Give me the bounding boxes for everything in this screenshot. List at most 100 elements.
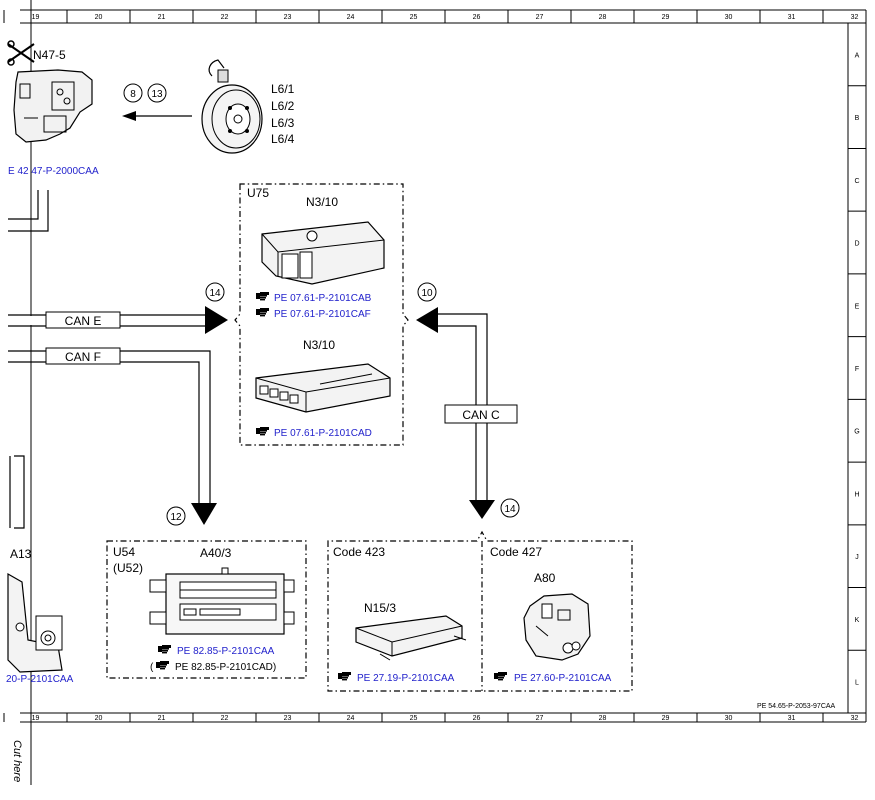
column-number: 28 — [599, 14, 607, 21]
column-number: 29 — [662, 14, 670, 21]
arrow-to-abs-icon — [122, 111, 192, 121]
row-ticks — [848, 22, 866, 714]
callout-can-e: 14 — [205, 282, 225, 302]
reference-hand-icon — [494, 672, 507, 681]
reference-hand-icon — [156, 661, 169, 670]
sensor-label-3: L6/3 — [271, 116, 295, 130]
can-c-label-box — [444, 404, 518, 424]
can-f-label: CAN F — [65, 350, 101, 364]
callout-8: 8 — [123, 83, 143, 103]
row-letter: C — [854, 178, 859, 185]
a13-ref-link[interactable]: 20-P-2101CAA — [6, 674, 74, 685]
callout-can-f: 12 — [166, 506, 186, 526]
callout-can-c-top: 10 — [417, 282, 437, 302]
engine-ecu-icon — [261, 221, 385, 285]
code-423-title: Code 423 — [333, 545, 385, 559]
sensor-label-2: L6/2 — [271, 99, 295, 113]
can-c-label: CAN C — [462, 408, 500, 422]
row-letter: E — [855, 303, 860, 310]
column-number: 32 — [851, 715, 859, 722]
svg-text:10: 10 — [421, 288, 433, 299]
display-unit-icon — [149, 567, 295, 635]
row-letter: A — [855, 52, 860, 59]
code-423-ref-link[interactable]: PE 27.19-P-2101CAA — [357, 673, 455, 684]
column-number: 19 — [32, 14, 40, 21]
column-number: 20 — [95, 14, 103, 21]
a13-label: A13 — [10, 547, 32, 561]
can-c-bus — [416, 307, 495, 519]
reference-hand-icon — [256, 427, 269, 436]
u75-ref1-link[interactable]: PE 07.61-P-2101CAB — [274, 293, 372, 304]
u75-module1-label: N3/10 — [306, 195, 338, 209]
n47-ref-link[interactable]: E 42 47-P-2000CAA — [8, 166, 99, 177]
selector-module-icon — [523, 593, 591, 661]
callout-13: 13 — [147, 83, 167, 103]
can-e-label-box — [45, 311, 121, 329]
u75-ref2-link[interactable]: PE 07.61-P-2101CAF — [274, 309, 371, 320]
u54-group-box — [106, 540, 307, 679]
wheel-speed-sensor-icon — [201, 59, 263, 154]
column-number: 23 — [284, 715, 292, 722]
column-number: 30 — [725, 715, 733, 722]
row-letter: J — [855, 554, 859, 561]
u54-ref2-open: ( — [150, 662, 154, 673]
abs-unit-icon — [13, 69, 93, 143]
u75-title: U75 — [247, 186, 269, 200]
n47-label: N47-5 — [33, 48, 66, 62]
u54-ref2-link[interactable]: PE 82.85-P-2101CAD) — [175, 662, 276, 673]
n15-label: N15/3 — [364, 601, 396, 615]
column-number: 26 — [473, 715, 481, 722]
code-427-ref-link[interactable]: PE 27.60-P-2101CAA — [514, 673, 612, 684]
column-number: 25 — [410, 715, 418, 722]
column-number: 26 — [473, 14, 481, 21]
column-numbers-bottom: 19 20 21 22 23 24 25 26 27 28 29 30 31 32 — [32, 715, 859, 722]
row-letter: F — [855, 366, 859, 373]
svg-text:14: 14 — [504, 504, 516, 515]
column-ticks-top — [3, 10, 824, 23]
control-module-icon — [255, 363, 391, 413]
column-number: 31 — [788, 14, 796, 21]
row-letter: G — [854, 429, 859, 436]
svg-text:12: 12 — [170, 512, 182, 523]
reference-hand-icon — [338, 672, 351, 681]
column-number: 28 — [599, 715, 607, 722]
can-f-label-box — [45, 347, 121, 365]
svg-text:13: 13 — [151, 89, 163, 100]
a40-label: A40/3 — [200, 546, 232, 560]
column-number: 32 — [851, 14, 859, 21]
can-e-label: CAN E — [65, 314, 102, 328]
code-group-box — [327, 530, 633, 692]
column-number: 22 — [221, 14, 229, 21]
column-number: 19 — [32, 715, 40, 722]
row-letter: H — [854, 491, 859, 498]
column-number: 31 — [788, 715, 796, 722]
column-number: 22 — [221, 715, 229, 722]
document-code: PE 54.65-P-2053-97CAA — [757, 703, 836, 710]
cut-here-label: Cut here — [11, 740, 23, 782]
sensor-label-1: L6/1 — [271, 82, 295, 96]
code-427-title: Code 427 — [490, 545, 542, 559]
reference-hand-icon — [256, 308, 269, 317]
row-letter: D — [854, 241, 859, 248]
column-number: 27 — [536, 715, 544, 722]
column-number: 20 — [95, 715, 103, 722]
callout-can-c-bottom: 14 — [500, 498, 520, 518]
column-number: 24 — [347, 715, 355, 722]
u75-module2-label: N3/10 — [303, 338, 335, 352]
transmission-module-icon — [355, 615, 467, 661]
a80-label: A80 — [534, 571, 556, 585]
column-ticks-bottom — [3, 713, 824, 722]
column-number: 23 — [284, 14, 292, 21]
row-letter: K — [855, 617, 860, 624]
u75-ref3-link[interactable]: PE 07.61-P-2101CAD — [274, 428, 372, 439]
column-number: 30 — [725, 14, 733, 21]
u75-group-box — [234, 183, 409, 446]
svg-text:14: 14 — [209, 288, 221, 299]
u54-ref1-link[interactable]: PE 82.85-P-2101CAA — [177, 646, 275, 657]
column-number: 21 — [158, 715, 166, 722]
a13-component-icon — [7, 572, 63, 673]
column-number: 29 — [662, 715, 670, 722]
